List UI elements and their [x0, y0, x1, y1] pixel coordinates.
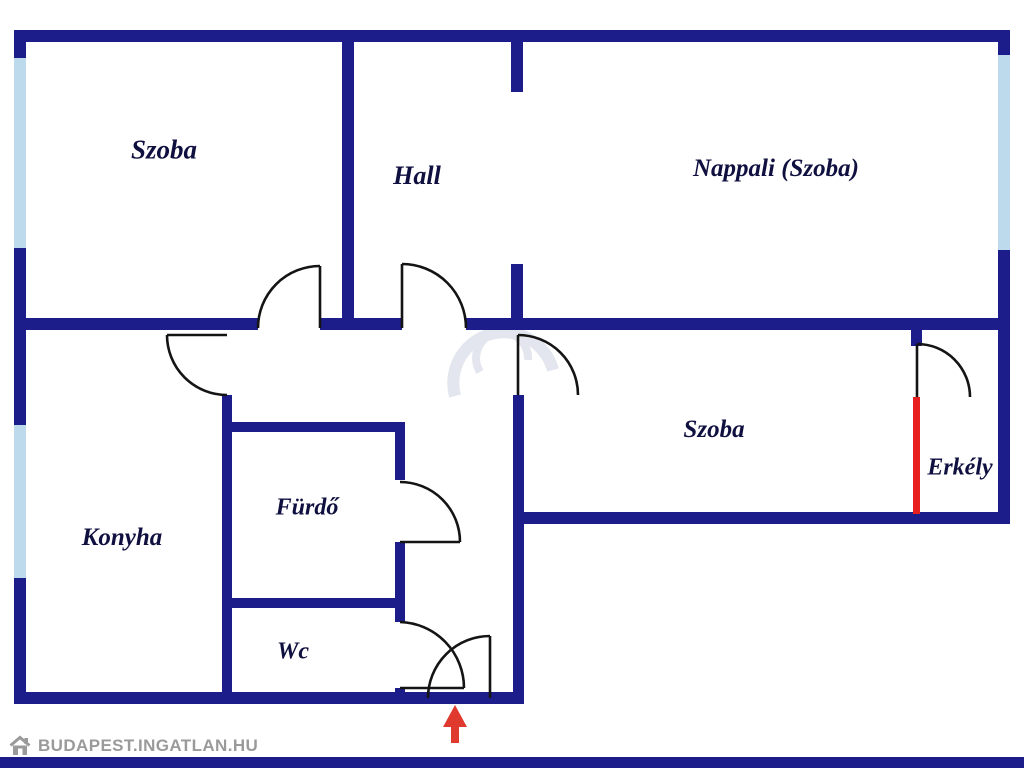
wall-segment [998, 42, 1010, 55]
room-label-hall: Hall [393, 161, 441, 190]
room-label-konyha: Konyha [81, 524, 163, 551]
wall-segment [511, 264, 523, 330]
wall-segment [14, 578, 26, 704]
wall-segment [222, 422, 405, 432]
wall-segment [222, 598, 405, 608]
watermark-ghost [447, 326, 559, 398]
watermark-text: BUDAPEST.INGATLAN.HU [38, 736, 259, 755]
bottom-bar [0, 757, 1024, 768]
room-label-szoba-top: Szoba [130, 134, 198, 165]
window-szoba-top-left [14, 58, 26, 248]
room-label-wc: Wc [277, 638, 309, 665]
windows-layer [14, 55, 1010, 578]
room-label-erkely: Erkély [927, 454, 993, 481]
wall-segment [14, 692, 524, 704]
wall-segment [14, 42, 26, 58]
entrance-arrow-icon [443, 705, 467, 743]
door-arc-hall [401, 262, 468, 329]
wall-segment [911, 330, 922, 346]
room-label-nappali: Nappali (Szoba) [693, 155, 859, 182]
room-label-szoba-right: Szoba [683, 416, 745, 443]
wall-segment [14, 248, 26, 425]
wall-segment [511, 42, 523, 92]
wall-segment [513, 395, 524, 704]
wall-segment [14, 318, 258, 330]
wall-segment [998, 250, 1010, 524]
window-konyha-left [14, 425, 26, 578]
wall-segment [513, 512, 1010, 524]
wall-segment [395, 432, 405, 480]
wall-segment [320, 318, 402, 330]
window-nappali-right [998, 55, 1010, 250]
wall-segment [395, 688, 405, 704]
house-icon [9, 735, 31, 755]
wall-segment [342, 42, 354, 330]
wall-segment [14, 30, 1010, 42]
doors-layer [165, 262, 972, 699]
door-arc-wc [399, 620, 466, 689]
room-label-furdo: Fürdő [275, 494, 339, 521]
door-arc-entrance [426, 634, 491, 699]
site-watermark: BUDAPEST.INGATLAN.HU [8, 735, 258, 757]
wall-segment [222, 395, 232, 704]
door-arc-erkely [916, 342, 972, 398]
door-arc-konyha [165, 334, 228, 397]
door-arc-furdo [399, 480, 462, 543]
wall-segment [466, 318, 1010, 330]
walls-layer [14, 30, 1010, 704]
door-arc-szoba-top [256, 264, 321, 329]
wall-segment [395, 542, 405, 622]
balcony-door-marker [913, 397, 920, 514]
door-arc-szoba-right [517, 333, 580, 396]
